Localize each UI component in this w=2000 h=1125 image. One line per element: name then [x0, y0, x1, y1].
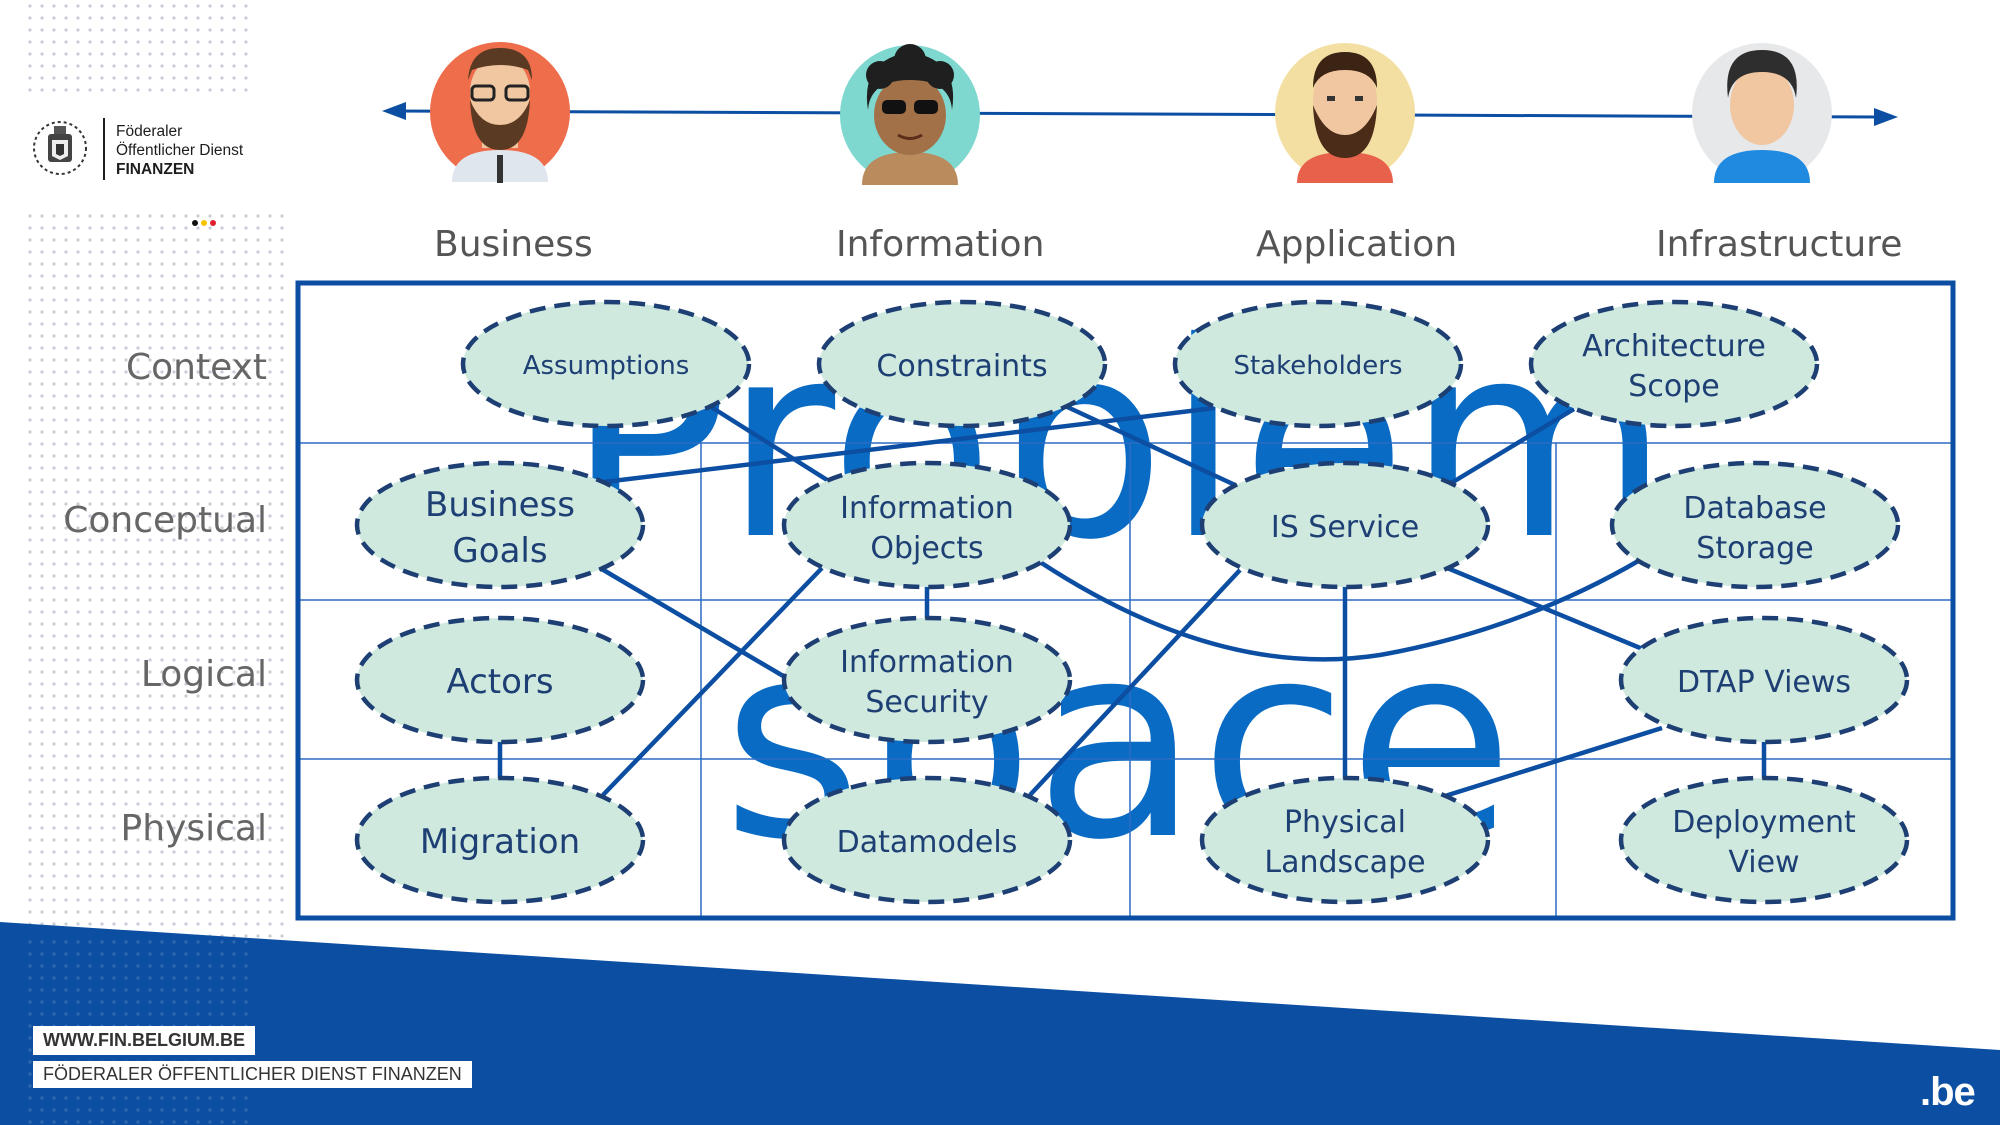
node-stakeholders-label: Stakeholders — [1233, 351, 1402, 381]
avatar-infrastructure — [1692, 43, 1832, 183]
node-business-goals-line1: Business — [425, 485, 575, 525]
avatar-information — [840, 44, 980, 185]
node-datamodels: Datamodels — [781, 775, 1073, 905]
node-database-storage-line2: Storage — [1696, 531, 1813, 566]
logo-divider — [103, 118, 105, 180]
coat-of-arms-icon — [33, 121, 87, 175]
node-dtap-views: DTAP Views — [1618, 615, 1910, 745]
node-database-storage-line1: Database — [1683, 491, 1826, 526]
row-label-physical: Physical — [120, 808, 267, 849]
fod-finanzen-logo — [30, 118, 260, 228]
node-actors-label: Actors — [446, 662, 553, 702]
column-label-application: Application — [1256, 224, 1458, 265]
dot-pattern-left — [24, 210, 284, 950]
node-actors: Actors — [354, 615, 646, 745]
node-constraints-label: Constraints — [876, 349, 1047, 384]
matrix-grid — [295, 280, 1956, 921]
belgian-flag-dots — [192, 211, 219, 230]
node-physical-landscape-line2: Landscape — [1264, 845, 1425, 880]
row-label-context: Context — [125, 347, 267, 388]
node-dtap-views-label: DTAP Views — [1677, 665, 1851, 700]
node-information-objects: Information Objects — [781, 460, 1073, 590]
connectors — [497, 402, 1767, 799]
node-information-objects-line1: Information — [840, 491, 1014, 526]
column-label-infrastructure: Infrastructure — [1656, 224, 1903, 265]
column-label-information: Information — [836, 224, 1045, 265]
node-architecture-scope-line2: Scope — [1628, 369, 1719, 404]
node-information-security: Information Security — [781, 615, 1073, 745]
footer-org-name: FÖDERALER ÖFFENTLICHER DIENST FINANZEN — [33, 1061, 472, 1088]
node-business-goals-line2: Goals — [452, 531, 547, 571]
node-deployment-view-line1: Deployment — [1672, 805, 1856, 840]
node-migration: Migration — [354, 775, 646, 905]
nodes: Assumptions Constraints Stakeholders Arc… — [354, 299, 1910, 905]
node-datamodels-label: Datamodels — [837, 825, 1018, 860]
org-line-2: Öffentlicher Dienst — [116, 142, 244, 159]
avatar-business — [430, 42, 570, 183]
column-label-business: Business — [434, 224, 593, 265]
node-information-security-line2: Security — [865, 685, 988, 720]
timeline-arrow — [382, 102, 1898, 126]
node-architecture-scope-line1: Architecture — [1582, 329, 1766, 364]
node-assumptions: Assumptions — [460, 299, 752, 429]
node-assumptions-label: Assumptions — [523, 351, 690, 381]
node-migration-label: Migration — [420, 822, 580, 862]
org-name: Föderaler Öffentlicher Dienst FINANZEN — [116, 122, 243, 179]
node-database-storage: Database Storage — [1609, 460, 1901, 590]
watermark-problem: Problem — [566, 284, 1670, 599]
org-line-1: Föderaler — [116, 123, 183, 140]
node-stakeholders: Stakeholders — [1172, 299, 1464, 429]
dot-pattern-top — [24, 0, 254, 95]
node-architecture-scope: Architecture Scope — [1528, 299, 1820, 429]
node-physical-landscape-line1: Physical — [1284, 805, 1406, 840]
node-is-service: IS Service — [1199, 460, 1491, 590]
node-deployment-view-line2: View — [1728, 845, 1799, 880]
node-information-security-line1: Information — [840, 645, 1014, 680]
footer-band — [0, 922, 2000, 1125]
row-label-conceptual: Conceptual — [63, 500, 267, 541]
row-label-logical: Logical — [140, 654, 267, 695]
node-deployment-view: Deployment View — [1618, 775, 1910, 905]
node-business-goals: Business Goals — [354, 460, 646, 590]
footer-website-link[interactable]: WWW.FIN.BELGIUM.BE — [33, 1026, 255, 1055]
node-constraints: Constraints — [816, 299, 1108, 429]
org-line-3: FINANZEN — [116, 161, 195, 178]
node-physical-landscape: Physical Landscape — [1199, 775, 1491, 905]
avatar-application — [1275, 43, 1415, 183]
node-information-objects-line2: Objects — [870, 531, 983, 566]
be-logo: .be — [1920, 1070, 1976, 1114]
node-is-service-label: IS Service — [1271, 510, 1419, 545]
